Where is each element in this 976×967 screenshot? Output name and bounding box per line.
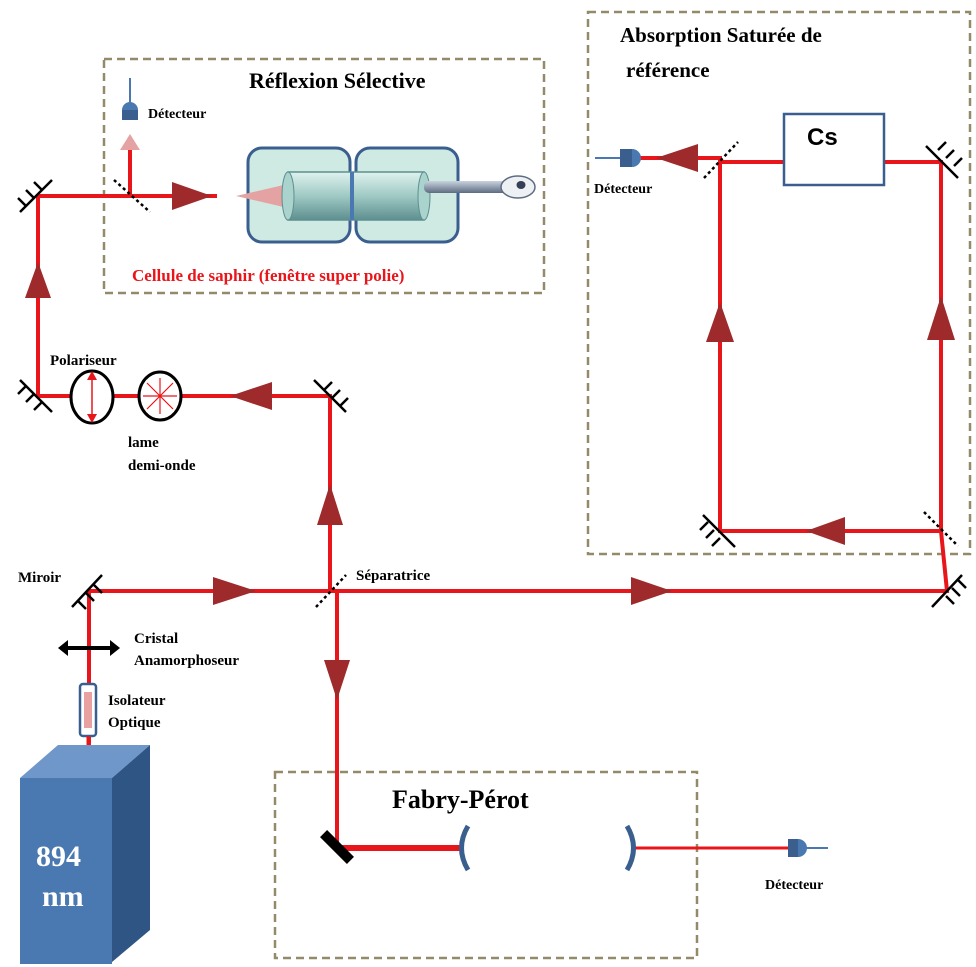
crystal-label-line2: Anamorphoseur bbox=[134, 653, 239, 669]
direction-arrows bbox=[25, 144, 955, 700]
fp-cavity-mirror-left bbox=[459, 824, 471, 872]
crystal-label-line1: Cristal bbox=[134, 631, 178, 647]
arrow-down-fp bbox=[324, 660, 350, 700]
arrow-up-sa-left bbox=[706, 302, 734, 342]
fp-input-mirror bbox=[320, 830, 354, 864]
mirror-icon bbox=[17, 379, 53, 413]
arrow-left-sa-top bbox=[656, 144, 698, 172]
mirror-icon bbox=[925, 141, 963, 179]
laser-beams bbox=[36, 148, 950, 851]
mirror-label: Miroir bbox=[18, 570, 61, 586]
mirror-icon bbox=[699, 514, 736, 548]
detector-icon bbox=[120, 78, 140, 150]
laser-label-line2: nm bbox=[42, 880, 84, 913]
isolator-label-line2: Optique bbox=[108, 715, 161, 731]
beam-splitter-label: Séparatrice bbox=[356, 568, 430, 584]
fabry-perot-box bbox=[273, 770, 699, 960]
laser-source bbox=[20, 745, 150, 964]
arrow-left-top bbox=[230, 382, 272, 410]
mirror-icon bbox=[17, 179, 53, 213]
arrow-right-main-2 bbox=[631, 577, 672, 605]
arrow-up-sa-right bbox=[927, 296, 955, 340]
half-wave-label-line1: lame bbox=[128, 435, 159, 451]
half-wave-plate-icon bbox=[137, 370, 183, 422]
anamorphic-crystal-icon bbox=[58, 640, 120, 656]
mirror-icon bbox=[71, 574, 103, 610]
beam-split-up bbox=[36, 194, 332, 593]
arrow-up-split bbox=[317, 484, 343, 525]
mirror-icon bbox=[313, 379, 349, 413]
polariseur-icon bbox=[69, 369, 115, 425]
fp-cavity-mirror-right bbox=[624, 824, 636, 872]
detector-label-sa: Détecteur bbox=[594, 182, 652, 197]
cs-cell-label: Cs bbox=[807, 124, 838, 151]
optical-isolator-icon bbox=[78, 682, 98, 746]
reflexion-selective-title: Réflexion Sélective bbox=[249, 68, 426, 93]
absorption-saturee-title-line1: Absorption Saturée de bbox=[620, 23, 822, 47]
beam-splitter-icon bbox=[113, 141, 959, 608]
detector-label-fp: Détecteur bbox=[765, 878, 823, 893]
half-wave-label-line2: demi-onde bbox=[128, 458, 196, 474]
detector-icon bbox=[595, 149, 641, 167]
arrow-right-main bbox=[213, 577, 256, 605]
arrow-up-left-branch bbox=[25, 262, 51, 298]
isolator-label-line1: Isolateur bbox=[108, 693, 166, 709]
absorption-saturee-title-line2: référence bbox=[626, 58, 710, 82]
detector-icon bbox=[788, 839, 828, 857]
detector-label-rs: Détecteur bbox=[148, 107, 206, 122]
fabry-perot-title: Fabry-Pérot bbox=[392, 785, 529, 814]
polariseur-label: Polariseur bbox=[50, 353, 117, 369]
arrow-right-rs bbox=[172, 182, 212, 210]
mirror-icon bbox=[931, 574, 967, 608]
sapphire-cell-caption: Cellule de saphir (fenêtre super polie) bbox=[132, 266, 404, 285]
cs-cell bbox=[782, 112, 886, 187]
sapphire-cell bbox=[236, 146, 536, 244]
arrow-left-sa-bottom bbox=[806, 517, 845, 545]
laser-label-line1: 894 bbox=[36, 840, 81, 873]
absorption-saturee-box bbox=[586, 10, 972, 556]
